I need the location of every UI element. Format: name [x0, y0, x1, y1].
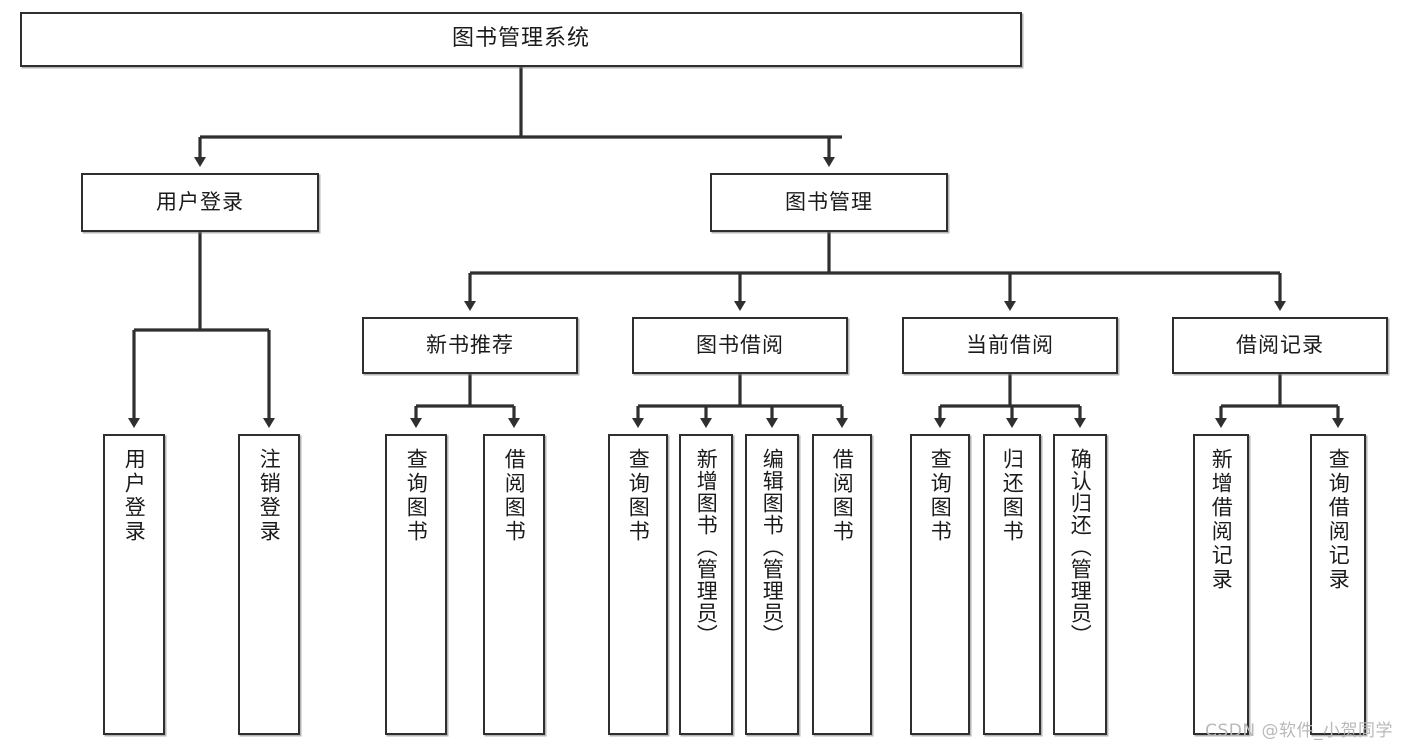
node-current-borrow-label: 当前借阅 — [966, 333, 1054, 358]
node-leaf-confirm-return[interactable]: 确认归还（管理员） — [1053, 434, 1107, 735]
node-leaf-confirm-return-label: 确认归还（管理员） — [1068, 448, 1093, 646]
node-leaf-query-book-3-label: 查询图书 — [928, 448, 953, 544]
node-leaf-return-book-label: 归还图书 — [1000, 448, 1025, 544]
node-new-book-rec[interactable]: 新书推荐 — [362, 317, 578, 374]
node-user-login[interactable]: 用户登录 — [81, 173, 319, 232]
node-leaf-user-login[interactable]: 用户登录 — [103, 434, 165, 735]
node-new-book-rec-label: 新书推荐 — [426, 333, 514, 358]
node-borrow-record[interactable]: 借阅记录 — [1172, 317, 1388, 374]
node-leaf-logout-label: 注销登录 — [257, 448, 282, 544]
node-book-borrow[interactable]: 图书借阅 — [632, 317, 848, 374]
node-leaf-query-record[interactable]: 查询借阅记录 — [1310, 434, 1366, 735]
node-book-manage[interactable]: 图书管理 — [710, 173, 948, 232]
node-leaf-borrow-book-1-label: 借阅图书 — [502, 448, 527, 544]
node-leaf-borrow-book-2-label: 借阅图书 — [830, 448, 855, 544]
node-leaf-return-book[interactable]: 归还图书 — [983, 434, 1041, 735]
node-leaf-edit-book[interactable]: 编辑图书（管理员） — [745, 434, 799, 735]
node-leaf-logout[interactable]: 注销登录 — [238, 434, 300, 735]
node-leaf-query-book-2-label: 查询图书 — [626, 448, 651, 544]
node-current-borrow[interactable]: 当前借阅 — [902, 317, 1118, 374]
node-book-borrow-label: 图书借阅 — [696, 333, 784, 358]
node-leaf-query-book-2[interactable]: 查询图书 — [608, 434, 668, 735]
node-leaf-query-book-3[interactable]: 查询图书 — [910, 434, 970, 735]
node-borrow-record-label: 借阅记录 — [1236, 333, 1324, 358]
node-leaf-borrow-book-1[interactable]: 借阅图书 — [483, 434, 545, 735]
node-leaf-borrow-book-2[interactable]: 借阅图书 — [812, 434, 872, 735]
node-leaf-query-record-label: 查询借阅记录 — [1326, 448, 1351, 592]
node-leaf-edit-book-label: 编辑图书（管理员） — [760, 448, 785, 646]
node-user-login-label: 用户登录 — [156, 190, 244, 215]
node-leaf-add-record[interactable]: 新增借阅记录 — [1193, 434, 1249, 735]
node-leaf-add-record-label: 新增借阅记录 — [1209, 448, 1234, 592]
node-root[interactable]: 图书管理系统 — [20, 12, 1022, 67]
node-leaf-query-book-1[interactable]: 查询图书 — [385, 434, 447, 735]
node-leaf-user-login-label: 用户登录 — [122, 448, 147, 544]
node-root-label: 图书管理系统 — [451, 26, 590, 52]
node-book-manage-label: 图书管理 — [785, 190, 873, 215]
node-leaf-add-book-label: 新增图书（管理员） — [694, 448, 719, 646]
node-leaf-query-book-1-label: 查询图书 — [404, 448, 429, 544]
node-leaf-add-book[interactable]: 新增图书（管理员） — [679, 434, 733, 735]
